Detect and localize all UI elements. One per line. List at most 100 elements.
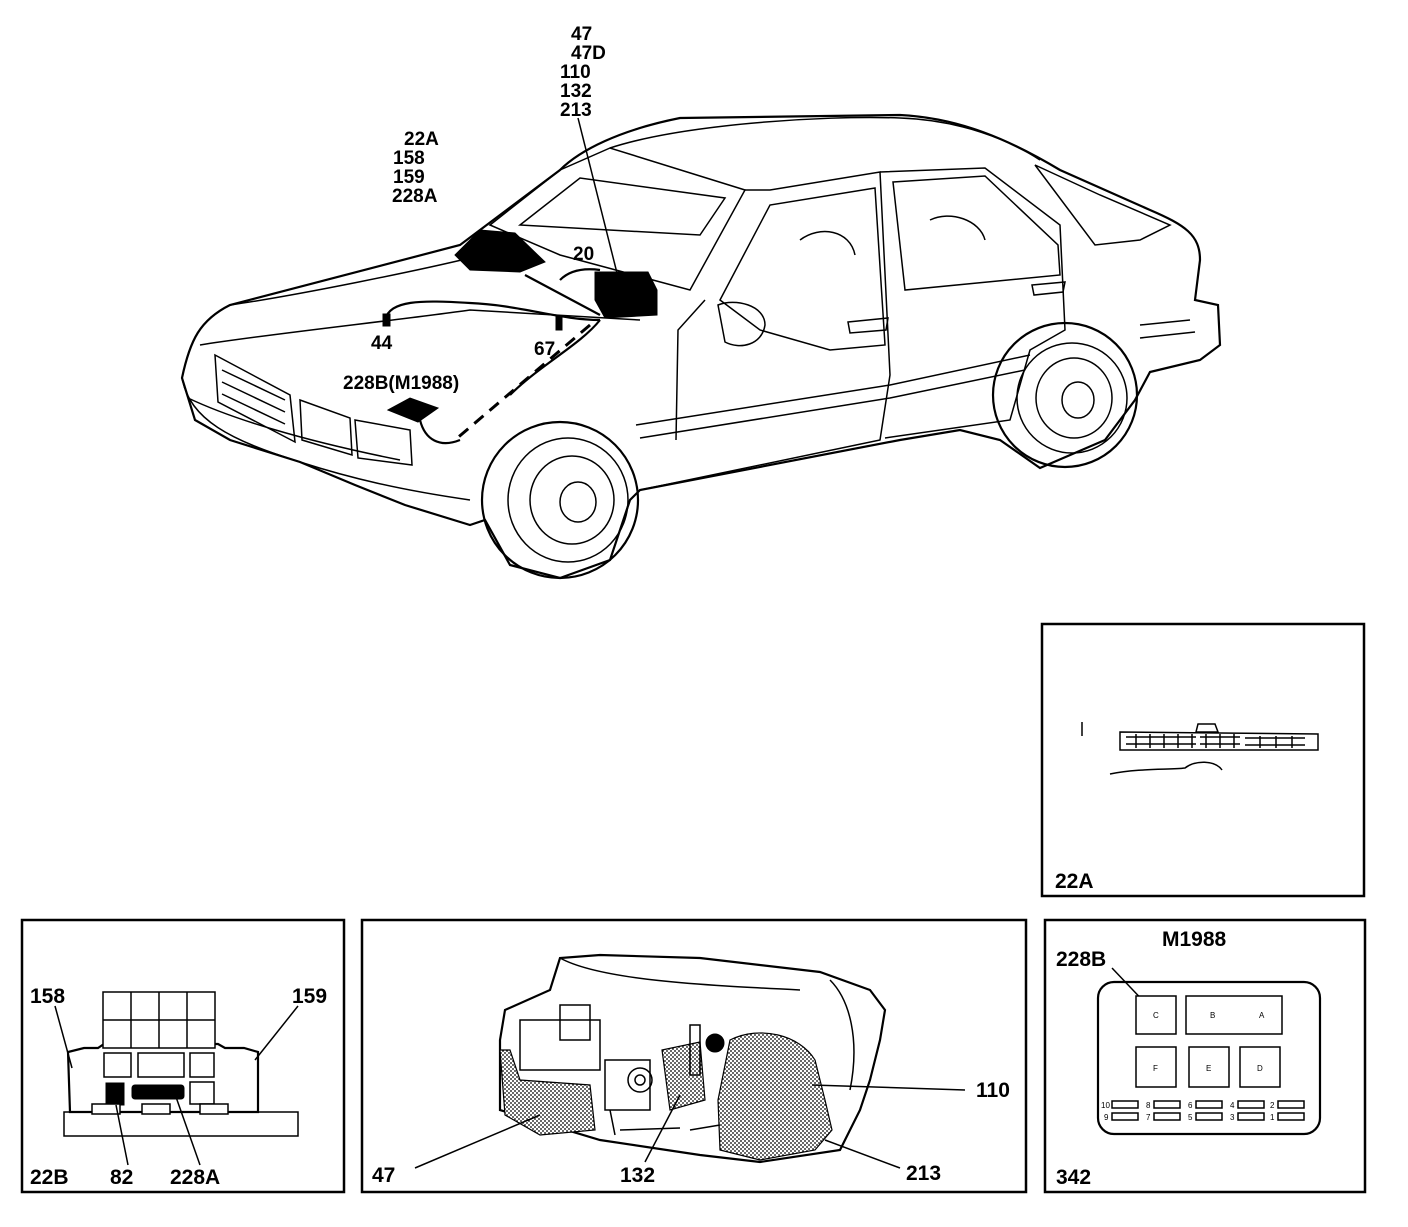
connector-m1988-face: C B A F E D 10 8 6 4 2 9 7 5 3 [1096, 980, 1322, 1136]
panel-22b-label-228a: 228A [170, 1166, 220, 1189]
panel-cluster-label-47: 47 [372, 1164, 395, 1187]
callout-213: 213 [560, 100, 592, 121]
cavity-label-e: E [1206, 1064, 1211, 1073]
pin-label-1: 1 [1270, 1113, 1275, 1122]
callout-44: 44 [371, 333, 393, 354]
rear-window [892, 175, 1061, 291]
module-22a-block [454, 229, 546, 273]
cluster-drawing [498, 953, 887, 1164]
panel-342-frame [1043, 918, 1367, 1194]
module-20-block [594, 271, 658, 319]
side-mirror [717, 301, 766, 347]
callout-132: 132 [560, 81, 592, 102]
cavity-e [1188, 1046, 1230, 1088]
panel-22b-label: 22B [30, 1166, 69, 1189]
leader-top-stack [577, 117, 621, 286]
callout-228b-m1988: 228B(M1988) [343, 373, 459, 394]
front-window [719, 187, 886, 351]
panel-cluster-label-213: 213 [906, 1162, 941, 1185]
pin-label-5: 5 [1188, 1113, 1193, 1122]
harness-branch [524, 268, 601, 316]
connector-22a-drawing [1081, 722, 1319, 775]
pin-label-8: 8 [1146, 1101, 1151, 1110]
cavity-d [1239, 1046, 1281, 1088]
leader-213 [824, 1139, 901, 1169]
side-moulding [635, 319, 1196, 439]
leader-228a [175, 1096, 201, 1166]
callout-228a: 228A [392, 186, 438, 207]
car-illustration [180, 113, 1222, 580]
pin-label-7: 7 [1146, 1113, 1151, 1122]
car-body-outline [180, 113, 1222, 580]
front-door [639, 171, 891, 491]
rear-door [879, 167, 1066, 439]
seat-outline [799, 215, 986, 256]
headlight-left [214, 353, 353, 457]
door-handle-rear [1031, 281, 1066, 296]
harness-main [383, 300, 601, 322]
leader-132 [644, 1094, 681, 1163]
leader-47 [414, 1114, 541, 1169]
panel-22a: 22A [1040, 622, 1366, 898]
hood-line [199, 257, 641, 346]
callout-67: 67 [534, 339, 555, 360]
callout-159: 159 [393, 167, 425, 188]
panel-22b: 158 159 22B 82 228A [20, 918, 346, 1194]
door-handle-front [847, 317, 889, 334]
panel-342: M1988 228B C B A F E D [1043, 918, 1367, 1194]
grille [221, 369, 286, 425]
cavity-label-f: F [1153, 1064, 1158, 1073]
leader-82 [115, 1104, 129, 1166]
cavity-b-a [1185, 995, 1283, 1035]
callout-158: 158 [393, 148, 425, 169]
callout-47d: 47D [571, 43, 606, 64]
pin-label-10: 10 [1101, 1101, 1110, 1110]
callout-110: 110 [560, 62, 591, 83]
panel-cluster-frame [360, 918, 1028, 1194]
cavity-label-a: A [1259, 1011, 1265, 1020]
panel-22b-label-158: 158 [30, 985, 65, 1008]
headlight-right [354, 419, 413, 466]
connector-228a-block [131, 1084, 185, 1100]
panel-22b-frame [20, 918, 346, 1194]
panel-instrument-cluster: 110 47 132 213 [360, 918, 1028, 1194]
fuse-82-block [105, 1082, 125, 1106]
rear-glass [1034, 164, 1172, 246]
front-bumper [181, 377, 471, 501]
roof-line [609, 116, 1041, 161]
leader-158 [54, 1005, 73, 1069]
panel-cluster-label-132: 132 [620, 1164, 655, 1187]
cavity-label-c: C [1153, 1011, 1159, 1020]
pin-label-6: 6 [1188, 1101, 1193, 1110]
callout-20: 20 [573, 244, 594, 265]
cavity-f [1135, 1046, 1177, 1088]
leader-159 [254, 1005, 299, 1061]
pin-label-4: 4 [1230, 1101, 1235, 1110]
connector-44-block [382, 313, 391, 327]
callout-22a: 22A [404, 129, 439, 150]
panel-22b-label-159: 159 [292, 985, 327, 1008]
rear-wheel [991, 321, 1139, 469]
panel-342-title: M1988 [1162, 928, 1227, 951]
leader-110 [811, 1084, 966, 1091]
cavity-label-d: D [1257, 1064, 1263, 1073]
harness-hidden-dashed [454, 323, 591, 442]
connector-67-block [555, 315, 563, 331]
harness-front [418, 319, 601, 445]
panel-22a-frame [1040, 622, 1366, 898]
fuse-block-drawing [63, 991, 299, 1137]
panel-342-label: 342 [1056, 1166, 1091, 1189]
panel-cluster-label-110: 110 [976, 1079, 1010, 1102]
connector-228b-block [386, 397, 440, 423]
front-wheel [480, 420, 640, 580]
panel-22a-label: 22A [1055, 870, 1094, 893]
callout-47: 47 [571, 24, 592, 45]
cavity-c [1135, 995, 1177, 1035]
pin-label-2: 2 [1270, 1101, 1275, 1110]
panel-22b-label-82: 82 [110, 1166, 133, 1189]
cavity-label-b: B [1210, 1011, 1215, 1020]
panel-342-label-228b: 228B [1056, 948, 1106, 971]
wiring-harness [383, 268, 601, 445]
pin-label-3: 3 [1230, 1113, 1235, 1122]
